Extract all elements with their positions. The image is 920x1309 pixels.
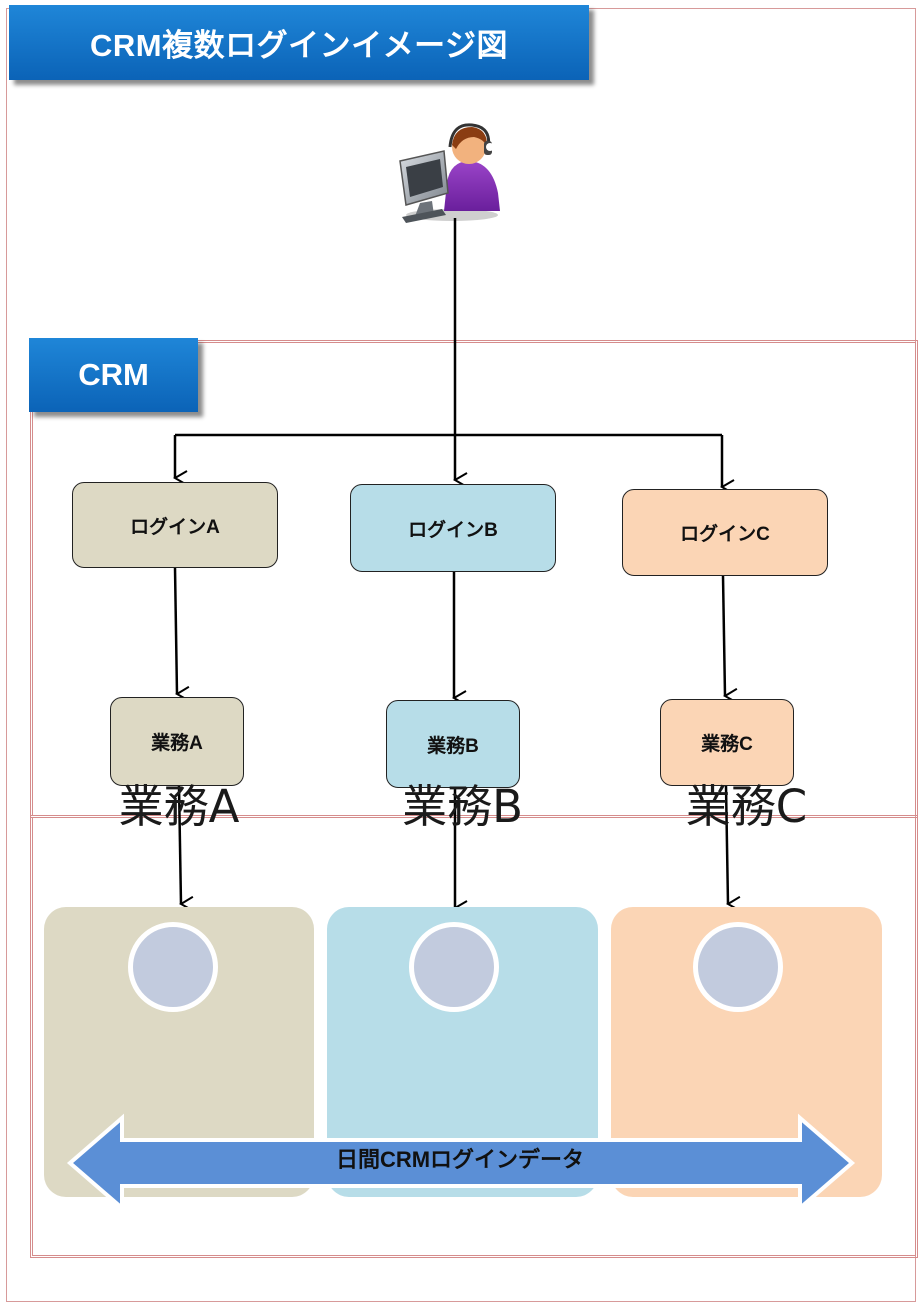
- panel-a-label: 業務A: [118, 780, 240, 833]
- panel-c-circle: [693, 922, 783, 1012]
- data-arrow-label: 日間CRMログインデータ: [335, 1147, 585, 1172]
- operator-headset-icon: [399, 123, 500, 223]
- task-b-node: 業務B: [386, 700, 520, 788]
- task-section-frame: [30, 815, 918, 1258]
- login-a-to-task-a: [173, 567, 190, 702]
- task-c-node: 業務C: [660, 699, 794, 786]
- panel-a-circle: [128, 922, 218, 1012]
- task-a-node: 業務A: [110, 697, 244, 786]
- crm-section-label: CRM: [29, 338, 198, 412]
- diagram-title: CRM複数ログインイメージ図: [9, 5, 589, 80]
- task-c-to-panel-c: [724, 785, 741, 912]
- panel-b-label: 業務B: [402, 780, 523, 833]
- login-b-node: ログインB: [350, 484, 556, 572]
- panel-b-circle: [409, 922, 499, 1012]
- login-a-node: ログインA: [72, 482, 278, 568]
- login-c-node: ログインC: [622, 489, 828, 576]
- task-a-to-panel-a: [177, 785, 194, 912]
- panel-c-label: 業務C: [685, 780, 808, 833]
- login-c-to-task-c: [721, 575, 738, 704]
